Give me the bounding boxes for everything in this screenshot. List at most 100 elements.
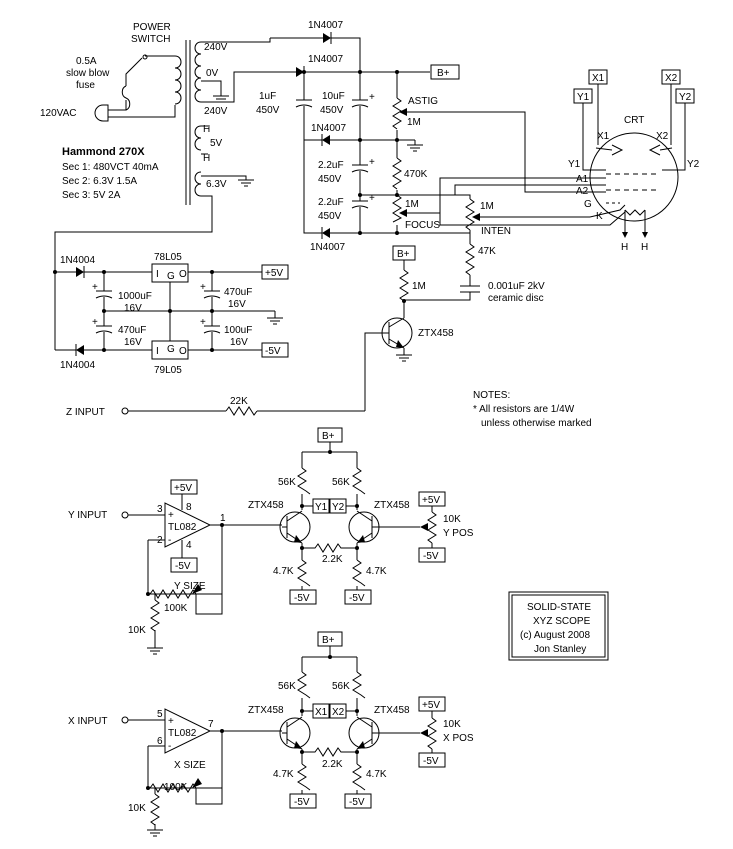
secondary-63v-winding: [194, 171, 202, 197]
svg-text:G: G: [167, 271, 175, 282]
title-line-4: Jon Stanley: [534, 644, 586, 655]
cap-2u2-a-value: 2.2uF: [318, 160, 344, 171]
crt-tube-icon: [589, 132, 679, 222]
svg-text:4.7K: 4.7K: [273, 769, 294, 780]
cap-470uf-neg-voltage: 16V: [124, 337, 142, 348]
z-input-jack[interactable]: [121, 407, 129, 415]
svg-text:B+: B+: [437, 68, 450, 79]
x-4k7-right: [352, 763, 366, 791]
inten-pot: [465, 198, 475, 231]
diode-1n4007-2-label: 1N4007: [308, 54, 343, 65]
svg-text:5: 5: [157, 709, 163, 720]
y-pos-neg5-tag: [418, 547, 446, 563]
y-56k-left: [297, 467, 311, 495]
cap-100uf-value: 100uF: [224, 325, 252, 336]
svg-text:ZTX458: ZTX458: [248, 705, 284, 716]
y-pos-value: 10K: [443, 514, 461, 525]
svg-text:-5V: -5V: [349, 797, 365, 808]
svg-text:4: 4: [186, 540, 192, 551]
inten-pot-value: 1M: [480, 201, 494, 212]
svg-text:+: +: [168, 510, 174, 521]
cap-2u2-b-voltage: 450V: [318, 211, 342, 222]
tap-63v: 6.3V: [206, 179, 227, 190]
diode-1n4007-1: [323, 33, 331, 43]
fuse-label-3: fuse: [76, 80, 95, 91]
mains-label: 120VAC: [40, 108, 77, 119]
cap-470uf-pos-value: 470uF: [224, 287, 252, 298]
cap-100uf: +: [200, 311, 221, 350]
svg-text:56K: 56K: [278, 477, 296, 488]
cap-470uf-pos: +: [200, 272, 221, 311]
cap-100uf-voltage: 16V: [230, 337, 248, 348]
y-size-pot: [149, 589, 197, 599]
power-input-section: POWER SWITCH 0.5A slow blow fuse 120VAC …: [40, 22, 271, 350]
tap-240v-a: 240V: [204, 42, 228, 53]
y-size-value: 100K: [164, 603, 188, 614]
cap-disc-label-2: ceramic disc: [488, 293, 544, 304]
x-10k-resistor: [150, 793, 160, 826]
focus-pot-value: 1M: [405, 199, 419, 210]
tap-0v: 0V: [206, 68, 219, 79]
cap-1uf-value: 1uF: [259, 91, 276, 102]
z-transistor-label: ZTX458: [418, 328, 454, 339]
astig-label: ASTIG: [408, 96, 438, 107]
regulator-78l05-label: 78L05: [154, 252, 182, 263]
svg-text:+: +: [369, 92, 375, 103]
y-opamp-neg5-tag: [170, 557, 198, 573]
y-size-label: Y SIZE: [174, 581, 206, 592]
x-10k-label: 10K: [128, 803, 146, 814]
svg-text:-: -: [168, 741, 171, 752]
diode-1n4004-2-label: 1N4004: [60, 360, 95, 371]
svg-text:2.2K: 2.2K: [322, 759, 343, 770]
z-base-resistor: [399, 269, 409, 302]
crt-section: CRT X1 X2 Y1 Y2 A1 A2 G K H H X1 Y1: [439, 69, 700, 253]
x-neg5-right-tag: [344, 793, 372, 809]
svg-text:+5V: +5V: [174, 483, 192, 494]
y-input-label: Y INPUT: [68, 510, 107, 521]
svg-text:-5V: -5V: [294, 593, 310, 604]
cap-1000uf-value: 1000uF: [118, 291, 152, 302]
cap-470uf-neg: +: [92, 311, 113, 350]
svg-text:-5V: -5V: [349, 593, 365, 604]
svg-text:+5V: +5V: [265, 268, 283, 279]
crt-y2-pin: Y2: [687, 159, 700, 170]
z-base-resistor-label: 1M: [412, 281, 426, 292]
svg-text:O: O: [179, 346, 187, 357]
svg-text:G: G: [167, 344, 175, 355]
cap-470uf-pos-voltage: 16V: [228, 299, 246, 310]
x-pos-neg5-tag: [418, 752, 446, 768]
svg-text:B+: B+: [322, 431, 335, 442]
power-switch-icon: [116, 55, 175, 111]
cap-1000uf: +: [92, 272, 113, 311]
y-opamp-label: TL082: [168, 522, 197, 533]
fuse-label-1: 0.5A: [76, 56, 97, 67]
svg-text:4.7K: 4.7K: [366, 566, 387, 577]
y-10k-resistor: [150, 599, 160, 632]
svg-text:+: +: [92, 282, 98, 293]
resistor-47k-label: 47K: [478, 246, 496, 257]
x-out2-tag: [329, 703, 347, 719]
x-56k-right: [352, 671, 366, 699]
svg-text:Y2: Y2: [679, 92, 692, 103]
cap-1uf-voltage: 450V: [256, 105, 280, 116]
svg-text:ZTX458: ZTX458: [374, 500, 410, 511]
y-input-jack[interactable]: [121, 511, 129, 519]
x-input-jack[interactable]: [121, 716, 129, 724]
svg-text:O: O: [179, 269, 187, 280]
crt-k-pin: K: [596, 211, 603, 222]
diode-1n4007-1-label: 1N4007: [308, 20, 343, 31]
primary-winding: [174, 55, 182, 105]
svg-text:B+: B+: [397, 249, 410, 260]
fuse-label-2: slow blow: [66, 68, 110, 79]
diode-1n4007-4: [322, 228, 330, 238]
svg-text:+5V: +5V: [422, 700, 440, 711]
y-4k7-left: [297, 559, 311, 587]
x-opamp: [164, 708, 212, 754]
diode-1n4007-4-label: 1N4007: [310, 242, 345, 253]
fuse-icon: [121, 85, 131, 111]
x-out1-tag: [312, 703, 330, 719]
svg-text:B+: B+: [322, 635, 335, 646]
cap-470uf-neg-value: 470uF: [118, 325, 146, 336]
regulator-79l05-label: 79L05: [154, 365, 182, 376]
